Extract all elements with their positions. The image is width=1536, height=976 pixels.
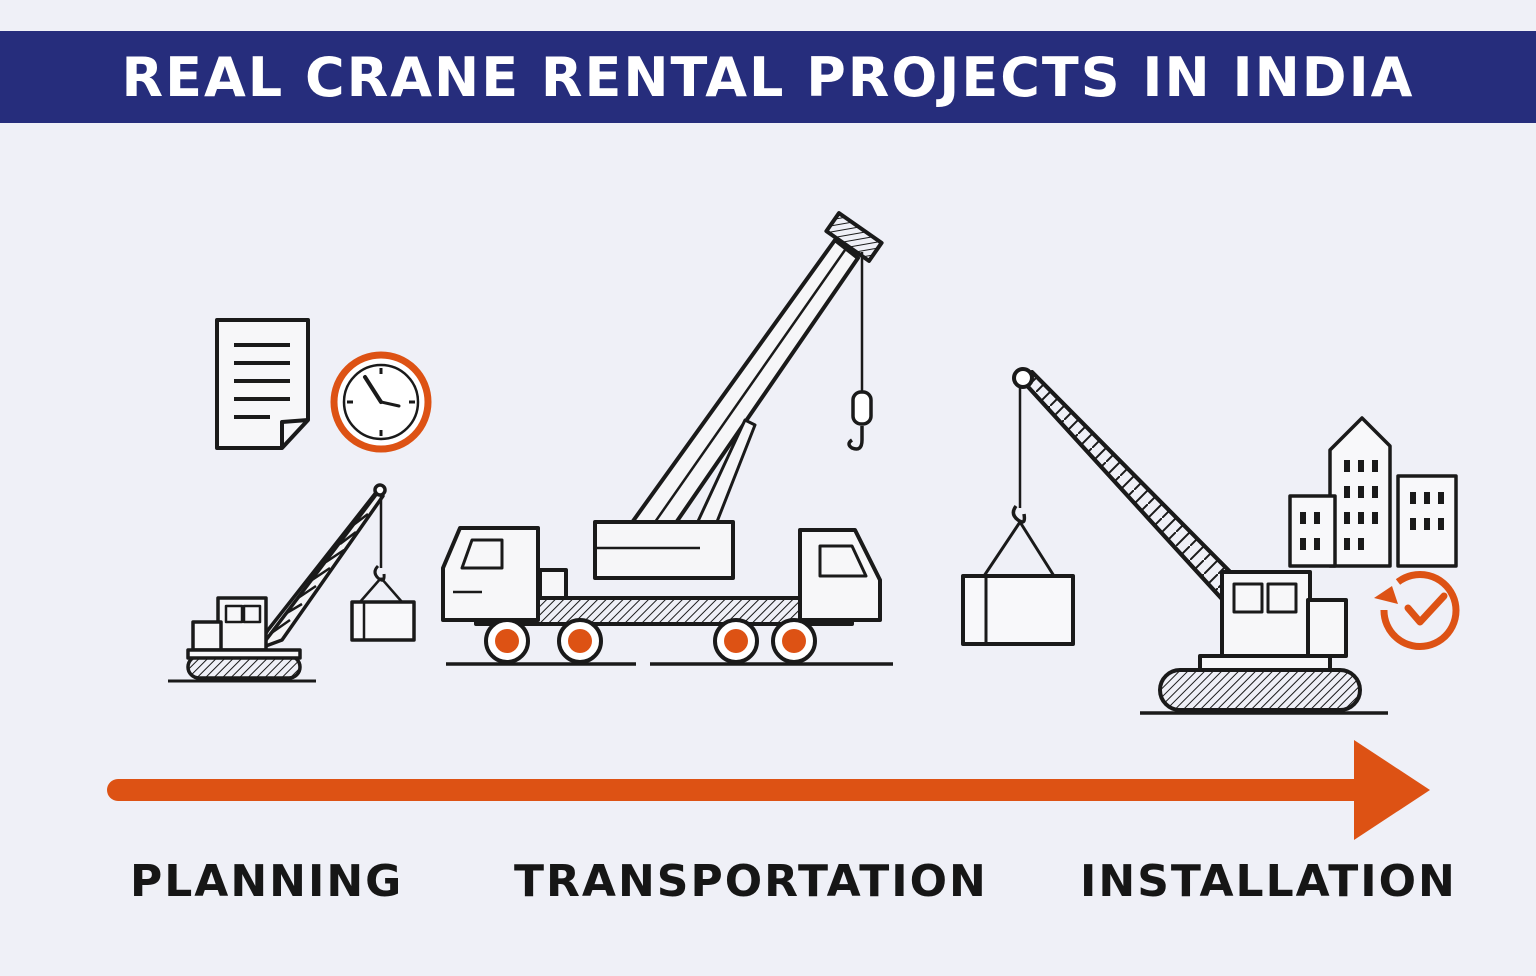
document-icon (215, 318, 310, 450)
stage-label-transportation: TRANSPORTATION (514, 856, 988, 907)
crawler-crane-with-buildings-icon (961, 367, 1388, 715)
clock-icon (330, 351, 432, 453)
stage-label-installation: INSTALLATION (1080, 856, 1457, 907)
small-crawler-crane-icon (168, 483, 416, 683)
city-buildings-icon (1288, 416, 1458, 568)
truck-wheels (484, 618, 817, 664)
completion-check-icon (1374, 571, 1460, 650)
stage-label-planning: PLANNING (130, 856, 404, 907)
progress-arrow-icon (107, 740, 1430, 840)
title-banner: REAL CRANE RENTAL PROJECTS IN INDIA (0, 31, 1536, 123)
page-title: REAL CRANE RENTAL PROJECTS IN INDIA (121, 45, 1415, 109)
truck-crane-icon (441, 211, 893, 666)
